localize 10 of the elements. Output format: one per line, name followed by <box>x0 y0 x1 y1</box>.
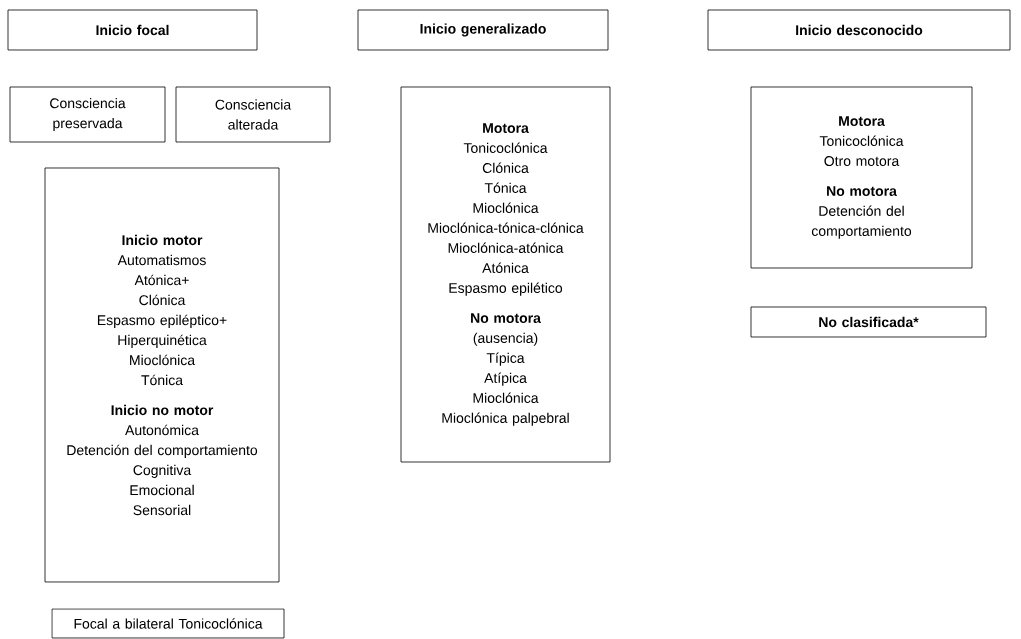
category-box: Consciencia preservada <box>9 86 166 143</box>
header-box: Inicio generalizado <box>357 9 609 51</box>
header-box: Inicio desconocido <box>707 9 1011 51</box>
header-box: Inicio focal <box>7 9 258 51</box>
category-box: Motora Tonicoclónica Otro motora No motora Detención del comportamiento <box>750 86 973 269</box>
category-box: Focal a bilateral Tonicoclónica <box>51 608 285 639</box>
category-box: Inicio motor Automatismos Atónica+ Clónica Espasmo epiléptico+ Hiperquinética Mioclónica Tónica Inicio no motor Autonómica Detención del comportamiento Cognitiva Emocional Sensorial <box>44 167 280 583</box>
category-box: Consciencia alterada <box>175 86 331 143</box>
category-box: Motora Tonicoclónica Clónica Tónica Mioclónica Mioclónica-tónica-clónica Mioclónica-atónica Atónica Espasmo epilético No motora (ausencia) Típica Atípica Mioclónica Mioclónica palpebral <box>400 86 611 463</box>
category-box: No clasificada* <box>750 306 987 338</box>
